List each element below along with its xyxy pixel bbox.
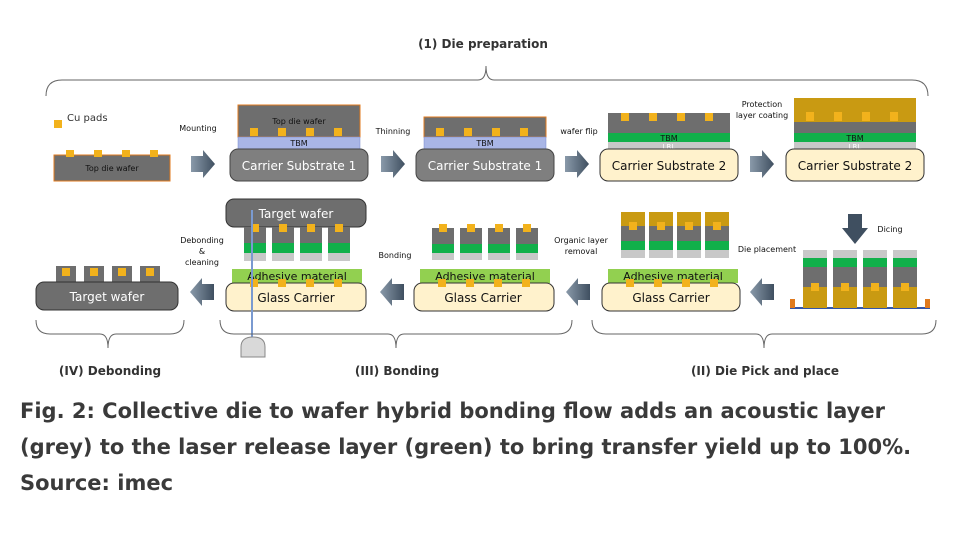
cu-pads-legend-label: Cu pads [67, 113, 108, 124]
arrow-bonding [380, 278, 404, 306]
target-wafer-label-1: Target wafer [258, 207, 334, 221]
arrow-die-placement [750, 278, 774, 306]
arrow-debonding [190, 278, 214, 306]
step-label-dicing: Dicing [877, 225, 902, 234]
arrow-wafer-flip [565, 150, 589, 178]
step-label-protection-2: layer coating [736, 111, 788, 120]
top-die-wafer-label-2: Top die wafer [271, 117, 326, 126]
flipped-wafer-stack: TBM LRL Carrier Substrate 2 [599, 113, 739, 182]
section-label-pick-place: (II) Die Pick and place [691, 364, 839, 378]
target-wafer-label-2: Target wafer [69, 290, 145, 304]
arrow-mounting [191, 150, 215, 178]
carrier-substrate-1-label: Carrier Substrate 1 [242, 159, 356, 173]
top-die-wafer-initial: Top die wafer [53, 150, 171, 182]
arrow-organic-removal [566, 278, 590, 306]
bonded-assembly: Target wafer Adhesive material Glass Car… [225, 198, 367, 358]
step-label-protection-1: Protection [742, 100, 782, 109]
carrier-substrate-2-label-2: Carrier Substrate 2 [798, 159, 912, 173]
cu-pad-legend-swatch [54, 120, 62, 128]
step-label-organic-2: removal [565, 247, 598, 256]
caption-line-1: Fig. 2: Collective die to wafer hybrid b… [20, 399, 885, 423]
top-die-wafer-label: Top die wafer [84, 164, 139, 173]
mounted-wafer-stack: Top die wafer TBM Carrier Substrate 1 [229, 104, 369, 182]
step-label-die-placement: Die placement [738, 245, 796, 254]
glass-carrier-label-2: Glass Carrier [444, 291, 521, 305]
arrow-thinning [381, 150, 405, 178]
glass-carrier-label-1: Glass Carrier [632, 291, 709, 305]
placed-dies-glass-carrier: Adhesive material Glass Carrier [601, 212, 741, 312]
tbm-label-3: TBM [659, 134, 677, 143]
final-target-wafer: Target wafer [35, 266, 179, 311]
bonding-flow-diagram: (1) Die preparation Cu pads Top die wafe… [35, 37, 937, 378]
step-label-thinning: Thinning [375, 127, 411, 136]
step-label-wafer-flip: wafer flip [560, 127, 597, 136]
step-label-organic-1: Organic layer [554, 236, 608, 245]
caption-line-2: (grey) to the laser release layer (green… [20, 435, 912, 459]
step-label-mounting: Mounting [179, 124, 216, 133]
step-label-bonding: Bonding [379, 251, 412, 260]
adhesive-material-label-2: Adhesive material [435, 270, 535, 283]
adhesive-material-label-1: Adhesive material [623, 270, 723, 283]
debonding-brace [35, 319, 185, 349]
lrl-label-2: LRL [849, 143, 862, 151]
coated-wafer-stack: TBM LRL Carrier Substrate 2 [785, 98, 925, 182]
arrow-protection-coating [750, 150, 774, 178]
adhesive-material-label-3: Adhesive material [247, 270, 347, 283]
carrier-substrate-1-label-2: Carrier Substrate 1 [428, 159, 542, 173]
diced-dies [790, 250, 930, 309]
tbm-label-2: TBM [475, 139, 493, 148]
bonding-brace [219, 319, 573, 349]
thinned-wafer-stack: TBM Carrier Substrate 1 [415, 116, 555, 182]
section-label-debonding: (IV) Debonding [59, 364, 161, 378]
die-preparation-brace [45, 65, 929, 97]
cleaned-dies-glass-carrier: Adhesive material Glass Carrier [413, 224, 555, 312]
tbm-label-1: TBM [289, 139, 307, 148]
section-label-die-preparation: (1) Die preparation [418, 37, 548, 51]
tbm-label-4: TBM [845, 134, 863, 143]
glass-carrier-label-3: Glass Carrier [257, 291, 334, 305]
section-label-bonding: (III) Bonding [355, 364, 439, 378]
figure-caption: Fig. 2: Collective die to wafer hybrid b… [20, 393, 950, 501]
step-label-debond-3: cleaning [185, 258, 219, 267]
lrl-label-1: LRL [663, 143, 676, 151]
pick-place-brace [591, 319, 937, 349]
carrier-substrate-2-label: Carrier Substrate 2 [612, 159, 726, 173]
caption-source: Source: imec [20, 471, 174, 495]
step-label-debond-2: & [199, 247, 205, 256]
laser-source-icon [240, 336, 266, 358]
arrow-dicing [842, 214, 868, 244]
step-label-debond-1: Debonding [180, 236, 224, 245]
